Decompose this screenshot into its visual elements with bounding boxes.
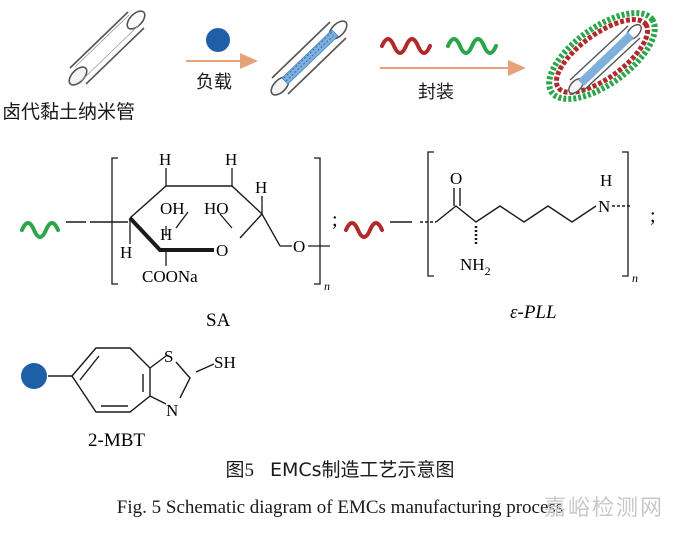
- pll-nh2: NH2: [460, 255, 491, 278]
- sa-h-1: H: [159, 150, 171, 169]
- separator-1: ;: [332, 209, 338, 231]
- red-chain-icon: [380, 37, 432, 55]
- pll-subscript: n: [632, 271, 638, 285]
- pll-bracket-left: [427, 151, 434, 277]
- mbt-structure-dot-icon: [21, 363, 47, 389]
- sa-ring-o: O: [216, 241, 228, 260]
- separator-2: ;: [650, 205, 656, 227]
- mbt-name: 2-MBT: [88, 430, 145, 450]
- caption-title-cn: EMCs制造工艺示意图: [269, 459, 455, 481]
- step2-label: 封装: [418, 82, 454, 103]
- pll-bracket-right: [622, 151, 629, 277]
- mbt-sh: SH: [214, 353, 236, 372]
- step1-label: 负载: [196, 72, 232, 93]
- sa-ring: [128, 168, 330, 266]
- sa-h-4: H: [120, 243, 132, 262]
- sa-oh: OH: [160, 199, 185, 218]
- watermark-text: 嘉峪检测网: [543, 496, 664, 521]
- mbt-s-atom: S: [164, 347, 173, 366]
- mbt-n-atom: N: [166, 401, 178, 420]
- loaded-nanotube-icon: [270, 20, 348, 96]
- sa-subscript: n: [324, 279, 330, 293]
- sa-h-2: H: [225, 150, 237, 169]
- sa-name: SA: [206, 310, 231, 331]
- pll-nh-h: H: [600, 171, 612, 190]
- empty-nanotube-icon: [68, 10, 146, 86]
- green-chain-icon: [446, 37, 498, 55]
- sa-h-3: H: [255, 178, 267, 197]
- sa-bracket-right: [314, 157, 321, 285]
- sa-h-5: H: [160, 225, 172, 244]
- caption-fig-num: 图5: [225, 460, 254, 481]
- pll-nh-n: N: [598, 197, 610, 216]
- red-chain-pll-icon: [344, 221, 384, 239]
- pll-name: ε-PLL: [510, 302, 557, 323]
- mbt-rings: [71, 347, 215, 413]
- mbt-dot-icon: [206, 28, 230, 52]
- sa-link-o: O: [293, 237, 305, 256]
- caption-en: Fig. 5 Schematic diagram of EMCs manufac…: [116, 497, 564, 518]
- schematic-figure: 负载 封装 卤代黏土纳米管 H H H H H OH HO O O COONa …: [2, 10, 658, 450]
- sa-ho: HO: [204, 199, 229, 218]
- pll-chain: [420, 188, 630, 246]
- nanotube-label: 卤代黏土纳米管: [2, 101, 135, 123]
- caption-cn: 图5 EMCs制造工艺示意图: [0, 455, 680, 482]
- sa-bracket-left: [111, 157, 118, 285]
- sa-coona: COONa: [142, 267, 198, 286]
- pll-carbonyl-o: O: [450, 169, 462, 188]
- green-chain-sa-icon: [20, 221, 60, 239]
- emc-capsule-icon: [546, 10, 658, 102]
